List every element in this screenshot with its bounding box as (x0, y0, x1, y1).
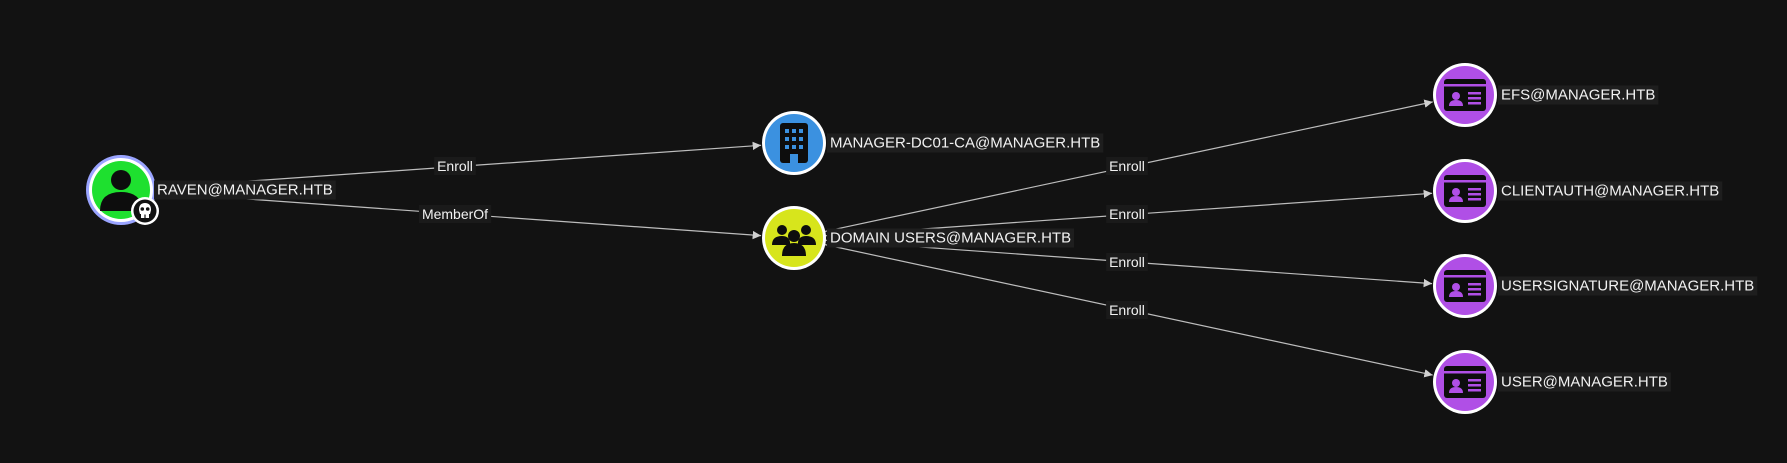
building-icon (780, 123, 808, 163)
edge-label-background (418, 205, 492, 223)
certificate-template-icon (1444, 366, 1486, 398)
certificate-template-icon (1444, 270, 1486, 302)
nodes-layer: RAVEN@MANAGER.HTB MANAGER-DC01-CA@MANAGER… (86, 63, 1758, 414)
node-label-background (1498, 85, 1659, 105)
node-label-background (1498, 181, 1723, 201)
certificate-template-icon (1444, 79, 1486, 111)
node-label-background (1498, 276, 1758, 296)
node-label: DOMAIN USERS@MANAGER.HTB (830, 230, 1071, 247)
edge-label: Enroll (437, 158, 473, 174)
skull-icon (131, 197, 159, 225)
edge-label-background (434, 157, 476, 175)
node-label: EFS@MANAGER.HTB (1501, 87, 1655, 104)
node-label: USERSIGNATURE@MANAGER.HTB (1501, 278, 1754, 295)
certificate-template-icon (1444, 175, 1486, 207)
node-usersignature[interactable]: USERSIGNATURE@MANAGER.HTB (1433, 254, 1758, 318)
edge-label-background (1106, 253, 1148, 271)
node-label: RAVEN@MANAGER.HTB (157, 182, 333, 199)
node-ca[interactable]: MANAGER-DC01-CA@MANAGER.HTB (762, 111, 1104, 175)
node-label-background (154, 180, 336, 200)
edge-label-background (1106, 301, 1148, 319)
edge-label: MemberOf (422, 206, 488, 222)
node-raven[interactable]: RAVEN@MANAGER.HTB (86, 155, 336, 225)
edge-label-background (1106, 205, 1148, 223)
node-user[interactable]: USER@MANAGER.HTB (1433, 350, 1671, 414)
node-label: MANAGER-DC01-CA@MANAGER.HTB (830, 135, 1100, 152)
user-icon (100, 170, 142, 211)
node-efs[interactable]: EFS@MANAGER.HTB (1433, 63, 1659, 127)
node-label-background (827, 228, 1075, 248)
edge-label: Enroll (1109, 158, 1145, 174)
node-clientauth[interactable]: CLIENTAUTH@MANAGER.HTB (1433, 159, 1723, 223)
node-label-background (827, 133, 1104, 153)
node-label-background (1498, 372, 1671, 392)
edge-label: Enroll (1109, 302, 1145, 318)
edge-label-background (1106, 157, 1148, 175)
edge-domain_users-user[interactable]: Enroll (824, 243, 1433, 378)
node-label: CLIENTAUTH@MANAGER.HTB (1501, 183, 1719, 200)
group-icon (772, 225, 816, 256)
edge-domain_users-efs[interactable]: Enroll (824, 99, 1433, 233)
edge-raven-domain_users[interactable]: MemberOf (155, 191, 762, 240)
node-label: USER@MANAGER.HTB (1501, 374, 1668, 391)
node-domain_users[interactable]: DOMAIN USERS@MANAGER.HTB (762, 206, 1075, 270)
edge-label: Enroll (1109, 206, 1145, 222)
edge-label: Enroll (1109, 254, 1145, 270)
